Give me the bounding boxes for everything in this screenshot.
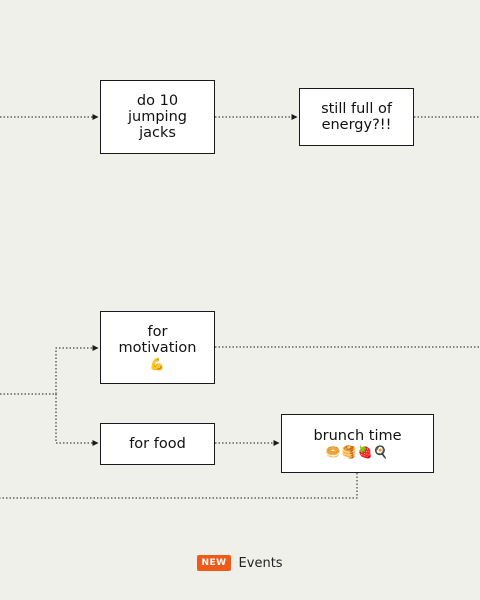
new-badge: NEW	[197, 555, 231, 571]
decision-node-energy: still full of energy?!!	[299, 88, 414, 146]
step-node-jumping-jacks: do 10 jumping jacks	[100, 80, 215, 154]
footer-events-label: Events	[238, 555, 283, 571]
decision-node-label: still full of energy?!!	[321, 101, 392, 133]
step-node-brunch: brunch time 🥯🥞🍓🍳	[281, 414, 434, 473]
step-node-label: brunch time	[313, 427, 402, 444]
branch-node-food: for food	[100, 423, 215, 465]
branch-node-label: for food	[129, 436, 186, 452]
brunch-food-icons: 🥯🥞🍓🍳	[325, 444, 390, 459]
connector-branch-to-food	[55, 394, 99, 446]
connector-brunch-loop	[0, 473, 358, 499]
branch-node-motivation: for motivation 💪	[100, 311, 215, 384]
branch-node-label: for motivation	[118, 323, 197, 356]
connector-incoming-to-branch	[0, 345, 99, 395]
footer: NEW Events	[0, 555, 480, 571]
flexed-biceps-icon: 💪	[149, 356, 166, 371]
step-node-label: do 10 jumping jacks	[128, 93, 187, 141]
